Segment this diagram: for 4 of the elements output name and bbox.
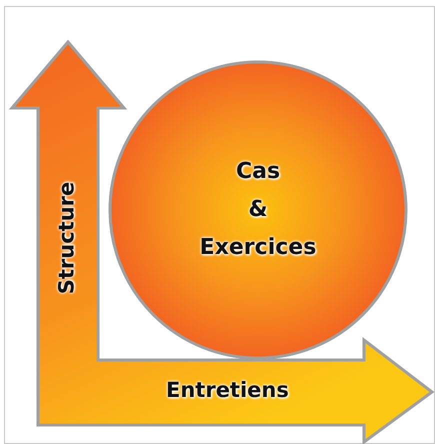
node-label: Cas & Exercices	[198, 158, 318, 262]
arrow-label: Entretiens	[166, 378, 289, 402]
circle-node	[108, 60, 408, 360]
arrow-label: Structure	[54, 182, 78, 294]
